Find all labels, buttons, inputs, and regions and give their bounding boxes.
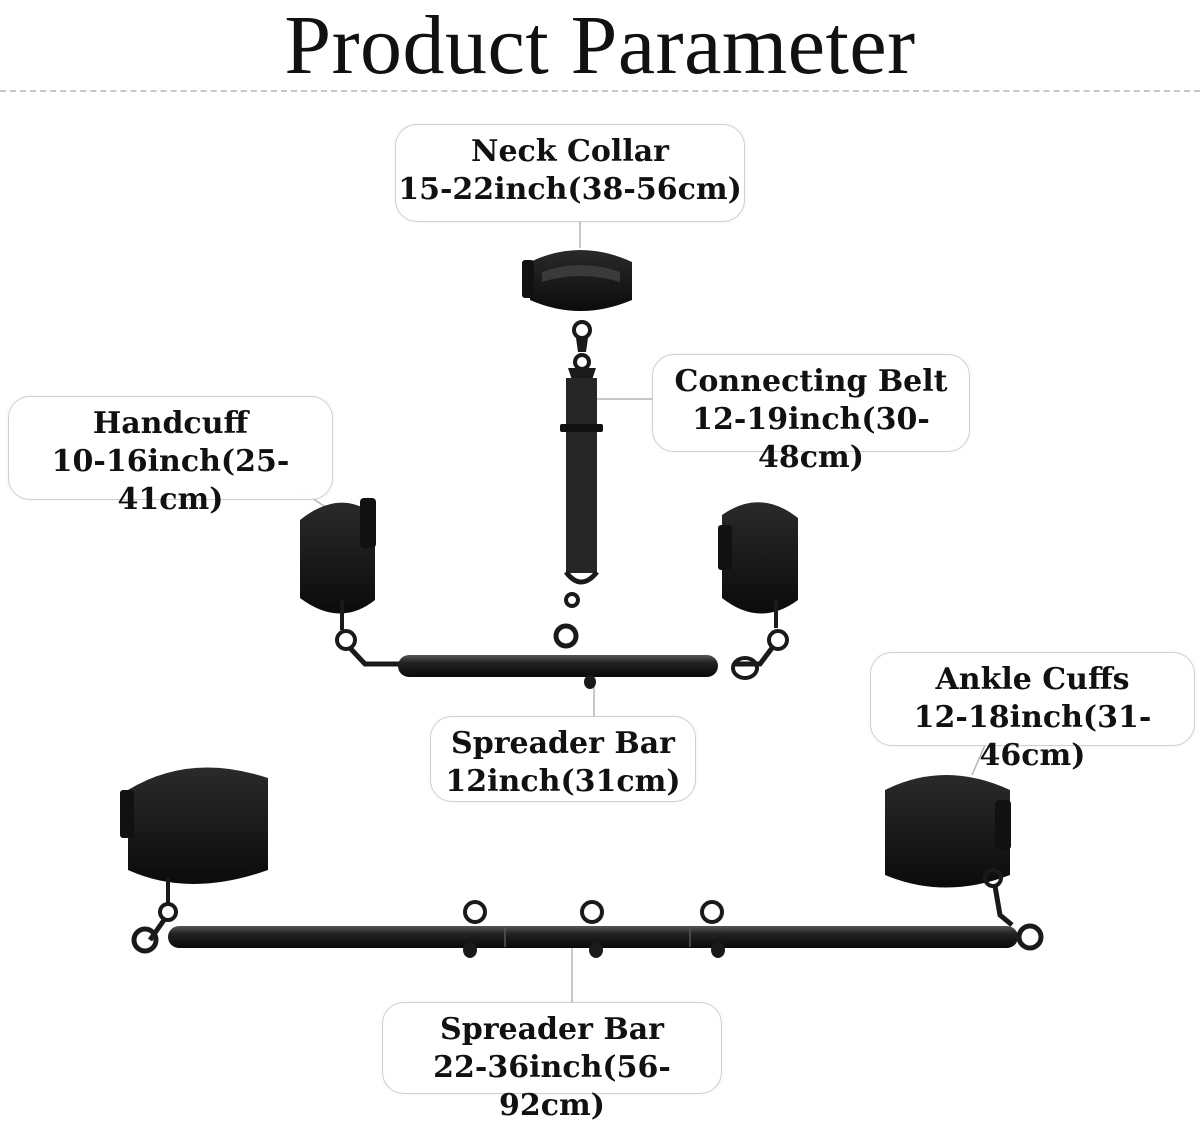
leader-lines bbox=[299, 222, 986, 1002]
ankle-cuff-left-illustration bbox=[120, 767, 268, 954]
handcuff-left-illustration bbox=[300, 498, 400, 667]
label-spreader-bar-large-name: Spreader Bar bbox=[440, 1012, 664, 1047]
page-title: Product Parameter bbox=[284, 0, 916, 92]
label-connecting-belt: Connecting Belt 12-19inch(30-48cm) bbox=[652, 354, 970, 475]
neck-collar-illustration bbox=[522, 250, 632, 371]
label-spreader-bar-large-size: 22-36inch(56-92cm) bbox=[433, 1050, 671, 1123]
label-connecting-belt-size: 12-19inch(30-48cm) bbox=[692, 402, 930, 475]
label-neck-collar: Neck Collar 15-22inch(38-56cm) bbox=[395, 124, 745, 222]
label-connecting-belt-name: Connecting Belt bbox=[674, 364, 948, 399]
connecting-belt-illustration bbox=[553, 368, 603, 649]
label-handcuff-name: Handcuff bbox=[92, 406, 249, 441]
spreader-bar-large-illustration bbox=[168, 900, 1018, 958]
label-neck-collar-name: Neck Collar bbox=[471, 134, 669, 169]
label-ankle-cuffs-size: 12-18inch(31-46cm) bbox=[913, 700, 1152, 773]
label-ankle-cuffs: Ankle Cuffs 12-18inch(31-46cm) bbox=[870, 652, 1195, 773]
label-spreader-bar-small-size: 12inch(31cm) bbox=[445, 764, 681, 799]
spreader-bar-small-illustration bbox=[398, 655, 759, 689]
label-spreader-bar-small-name: Spreader Bar bbox=[451, 726, 675, 761]
label-handcuff-size: 10-16inch(25-41cm) bbox=[51, 444, 290, 517]
label-ankle-cuffs-name: Ankle Cuffs bbox=[935, 662, 1130, 697]
product-illustration bbox=[120, 222, 1044, 1002]
label-handcuff: Handcuff 10-16inch(25-41cm) bbox=[8, 396, 333, 517]
ankle-cuff-right-illustration bbox=[885, 775, 1044, 951]
handcuff-right-illustration bbox=[718, 502, 798, 667]
label-spreader-bar-small: Spreader Bar 12inch(31cm) bbox=[430, 716, 696, 802]
label-spreader-bar-large: Spreader Bar 22-36inch(56-92cm) bbox=[382, 1002, 722, 1123]
title-divider bbox=[0, 90, 1200, 92]
label-neck-collar-size: 15-22inch(38-56cm) bbox=[398, 172, 742, 207]
leader-ankle-cuffs bbox=[971, 744, 986, 776]
